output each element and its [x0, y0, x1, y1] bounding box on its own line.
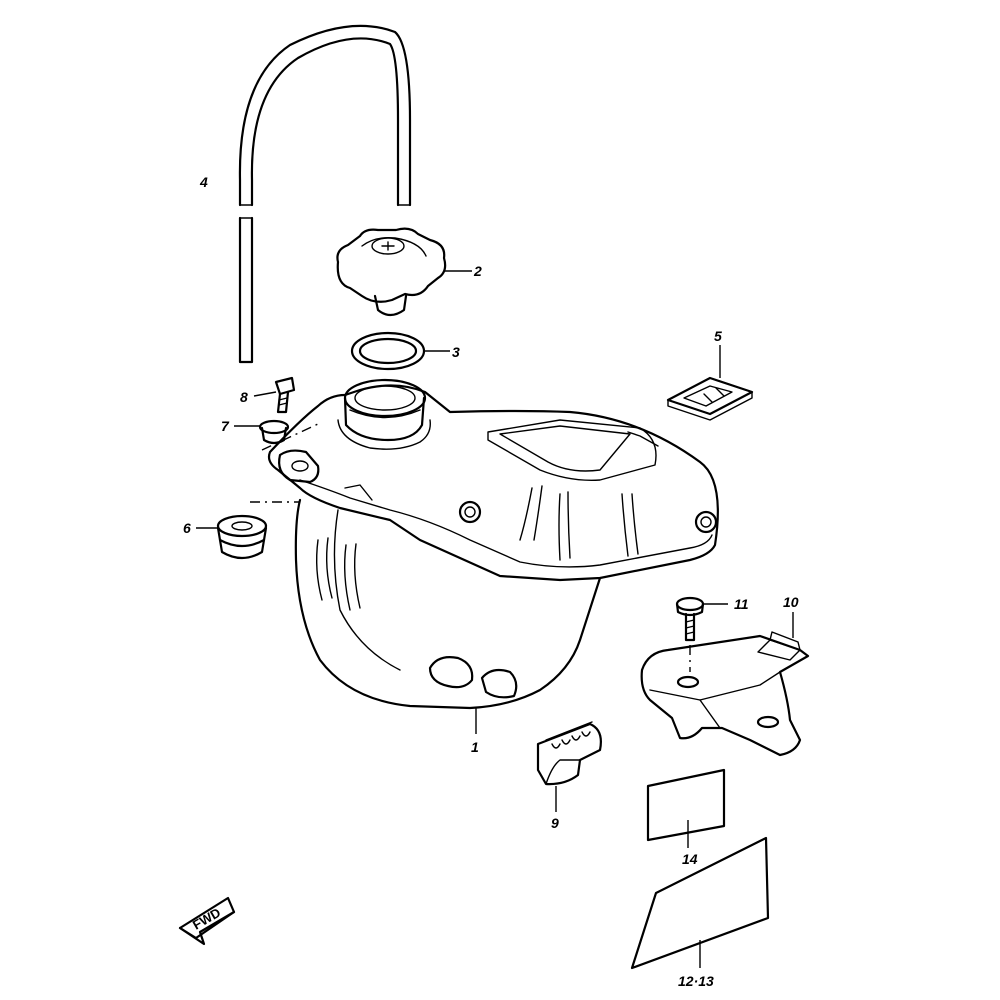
rubber-block: [536, 721, 602, 812]
breather-hose: [238, 24, 412, 364]
caution-label: [646, 768, 726, 848]
cap-gasket: [350, 331, 450, 371]
bracket: [640, 612, 810, 757]
alignment-line-upper: [261, 423, 319, 451]
info-label-sheet: [630, 836, 770, 970]
callout-9: 9: [551, 815, 559, 831]
callout-2: 2: [473, 263, 482, 279]
fuel-cap: [336, 227, 472, 317]
forward-direction-arrow: [178, 896, 236, 946]
callout-1: 1: [471, 739, 479, 755]
bolt: [253, 376, 296, 414]
callout-4: 4: [199, 174, 208, 190]
callout-3: 3: [452, 344, 460, 360]
callout-12-13: 12·13: [678, 973, 714, 989]
callout-11: 11: [734, 596, 749, 612]
callout-5: 5: [714, 328, 722, 344]
strap-hook: [666, 345, 754, 421]
callout-8: 8: [240, 389, 248, 405]
screw: [675, 596, 728, 672]
callout-6: 6: [183, 520, 191, 536]
fuel-tank: [267, 378, 719, 734]
callout-7: 7: [221, 418, 230, 434]
callout-14: 14: [682, 851, 698, 867]
collar: [234, 419, 290, 445]
callout-10: 10: [783, 594, 799, 610]
grommet: [196, 514, 268, 560]
